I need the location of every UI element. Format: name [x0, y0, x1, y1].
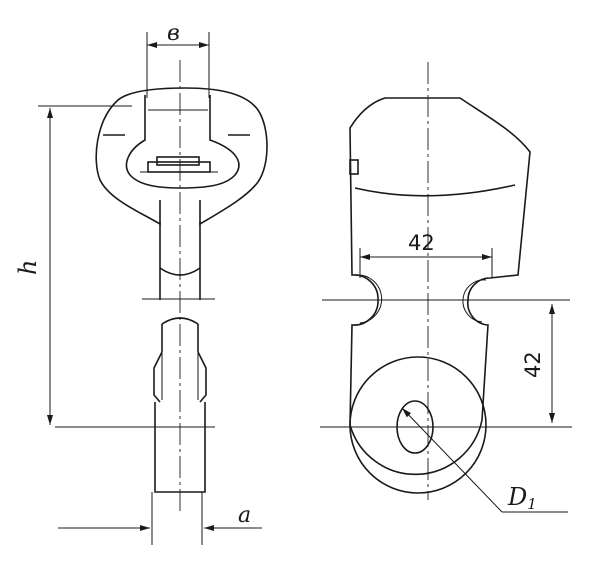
offset-label: 42 — [521, 351, 545, 378]
stem-break-lower — [161, 317, 199, 325]
shoulder-right — [197, 351, 207, 403]
notch-right-inner — [462, 279, 487, 323]
shoulder-left — [153, 351, 163, 403]
stem-break-upper — [159, 267, 201, 276]
notch-left-inner — [354, 274, 383, 324]
side-view: 42 42 D1 — [320, 62, 572, 513]
foot-outline — [154, 402, 206, 493]
side-upper-arc — [354, 184, 516, 197]
boss-circle — [349, 356, 487, 494]
front-view: в h a — [14, 21, 268, 545]
side-outline — [349, 97, 531, 476]
width-label: в — [167, 21, 180, 46]
spacing-label: 42 — [408, 231, 435, 255]
side-tab — [349, 159, 359, 175]
head-inner-pocket — [125, 95, 240, 189]
thickness-label: a — [238, 503, 251, 528]
head-outline — [95, 87, 268, 226]
head-slot-inner — [156, 156, 200, 166]
diameter-leader — [401, 407, 503, 513]
diameter-label: D1 — [507, 483, 537, 513]
height-label: h — [14, 260, 42, 275]
